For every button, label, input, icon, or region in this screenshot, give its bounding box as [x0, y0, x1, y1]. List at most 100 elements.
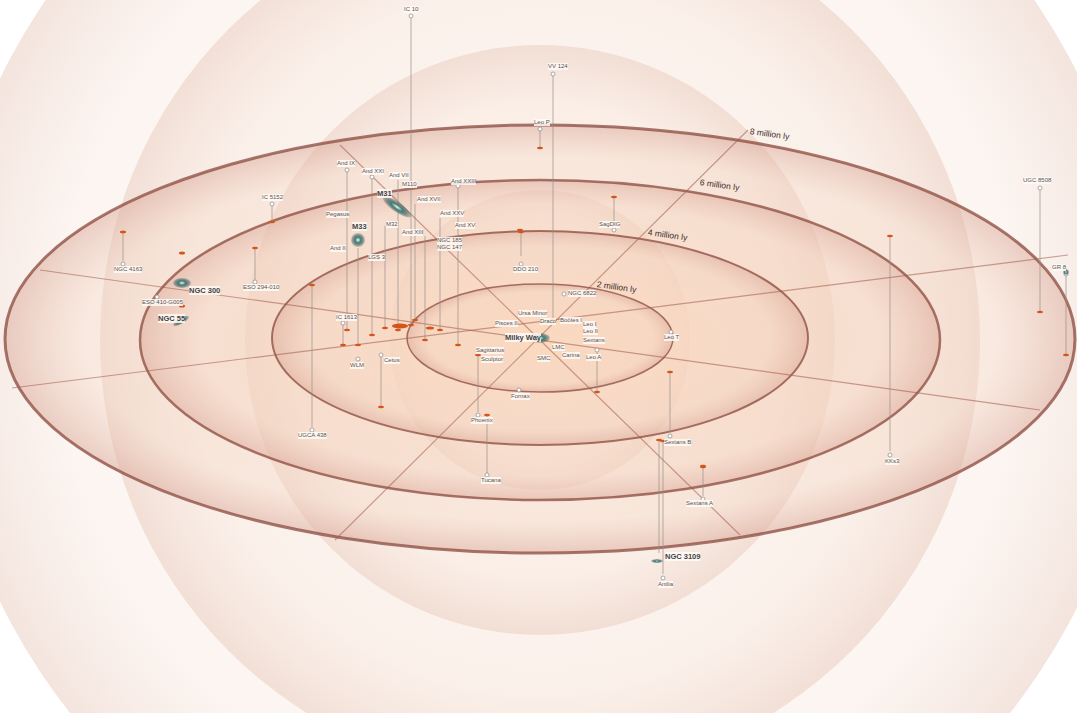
galaxy-markers [562, 292, 566, 296]
galaxy-name: Sagittarius [476, 347, 504, 354]
galaxy-name: NGC 6822 [568, 290, 596, 297]
major-galaxy-name: NGC 55 [158, 314, 185, 323]
galaxy-name: M110 [402, 181, 417, 188]
galaxy-name: Sextans B [664, 439, 691, 446]
galaxy-name: UGC 8508 [1023, 177, 1051, 184]
galaxy-name: ESO 294-010 [243, 284, 279, 291]
distance-shells [100, 0, 980, 713]
galaxy-markers [356, 357, 360, 361]
galaxy-name: Antlia [658, 581, 673, 588]
galaxy-stems [347, 172, 348, 330]
galaxy-stems [385, 226, 386, 328]
plane-markers [395, 329, 401, 332]
major-galaxy-name: NGC 300 [189, 286, 220, 295]
galaxy-name: Ursa Minor [518, 310, 547, 317]
plane-markers [378, 406, 384, 409]
galaxy-name: Boötes I [560, 317, 582, 324]
plane-markers [1037, 311, 1043, 314]
galaxy-markers [121, 14, 1068, 580]
galaxy-name: GR 8 [1052, 264, 1066, 271]
plane-markers [517, 229, 523, 232]
plane-markers [344, 329, 350, 332]
galaxy-markers [661, 576, 665, 580]
galaxy-name: And XXIII [451, 178, 476, 185]
galaxy-markers [595, 348, 599, 352]
plane-markers [484, 414, 490, 417]
galaxy-stems [1066, 276, 1067, 355]
galaxy-name: Tucana [481, 477, 501, 484]
galaxy-images [351, 233, 365, 247]
plane-markers [700, 466, 706, 469]
galaxy-stems [312, 285, 313, 427]
major-galaxy-name: NGC 3109 [665, 552, 700, 561]
galaxy-stems [703, 466, 704, 496]
galaxy-stems [659, 440, 660, 553]
galaxy-stems [478, 355, 479, 412]
galaxy-name: KKs3 [885, 458, 899, 465]
galaxy-name: IC 5152 [262, 194, 283, 201]
plane-markers [887, 235, 893, 238]
axis-lines [335, 130, 748, 540]
galaxy-name: Sculptor [481, 356, 503, 363]
galaxy-name: UGCA 438 [298, 432, 327, 439]
plane-markers [369, 334, 375, 337]
galaxy-markers [612, 228, 616, 232]
galaxy-stems [415, 204, 416, 320]
galaxy-markers [1038, 186, 1042, 190]
galaxy-name: IC 10 [404, 6, 418, 13]
galaxy-images [651, 559, 663, 563]
galaxy-name: Cetus [384, 357, 400, 364]
plane-markers [408, 324, 414, 327]
plane-markers [611, 196, 617, 199]
plane-markers [179, 252, 185, 255]
galaxy-name: And VII [389, 172, 409, 179]
plane-markers [120, 231, 126, 234]
plane-markers [426, 327, 434, 330]
galaxy-name: Leo A [586, 354, 601, 361]
galaxy-name: Fornax [511, 393, 530, 400]
galaxy-name: And XXI [362, 168, 384, 175]
galaxy-stems [663, 440, 664, 574]
galaxy-name: Pegasus [326, 211, 349, 218]
galaxy-name: LGS 3 [368, 254, 385, 261]
galaxy-name: ESO 410-G005 [142, 299, 183, 306]
galaxy-stems [425, 236, 426, 340]
galaxy-markers [668, 434, 672, 438]
galaxy-markers [551, 72, 555, 76]
galaxy-name: Leo T [664, 334, 679, 341]
distance-rings [5, 125, 1075, 553]
galaxy-name: Leo P [534, 119, 550, 126]
galaxy-name: NGC 4163 [114, 266, 142, 273]
galaxy-stems [411, 18, 412, 325]
distance-rings [407, 284, 673, 392]
galaxy-name: Sextans A [686, 500, 713, 507]
galaxy-markers [888, 453, 892, 457]
plane-markers [667, 371, 673, 374]
galaxy-markers [379, 353, 383, 357]
galaxy-stems [540, 131, 541, 148]
distance-rings [5, 125, 1075, 553]
galaxy-stems [670, 372, 671, 433]
galaxy-markers [409, 14, 413, 18]
galaxy-markers [345, 168, 349, 172]
galaxy-name: NGC 185 [437, 237, 462, 244]
galaxy-name: And XV [455, 222, 475, 229]
major-galaxy-name: M33 [352, 222, 367, 231]
galaxy-stems [553, 76, 554, 320]
galaxy-name: Draco [540, 318, 556, 325]
galaxy-name: Leo II [583, 328, 598, 335]
galaxy-name: SMC [537, 355, 550, 362]
galaxy-name: Phoenix [471, 417, 493, 424]
plane-markers [412, 319, 418, 322]
galaxy-stems [440, 218, 441, 330]
galaxy-name: And II [330, 245, 346, 252]
galaxy-name: M32 [386, 221, 398, 228]
galaxy-name: SagDIG [599, 221, 620, 228]
galaxy-name: VV 124 [548, 63, 568, 70]
axis-lines [12, 255, 1068, 388]
galaxy-stems [358, 248, 359, 345]
galaxy-markers [517, 388, 521, 392]
galaxy-name: And XIII [402, 229, 423, 236]
